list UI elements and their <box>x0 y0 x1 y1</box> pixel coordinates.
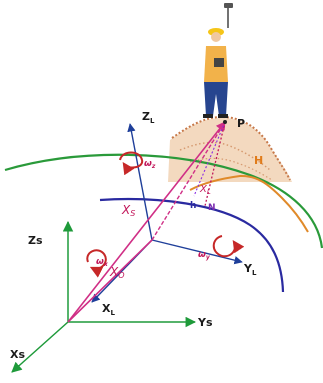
label-h-upper: H <box>254 154 263 167</box>
label-p: P <box>237 117 245 130</box>
ellipsoid-curve <box>4 153 323 249</box>
label-h-lower: h <box>190 201 196 211</box>
label-zs: Zs <box>28 234 43 247</box>
rotation-omega-y <box>212 235 245 258</box>
label-xo-vector: XO <box>109 265 125 280</box>
local-reference-curve <box>99 197 285 293</box>
geoid-curve <box>189 174 309 233</box>
label-zl: ZL <box>142 110 155 125</box>
point-p-marker <box>223 120 227 124</box>
label-xs-vector: XS <box>121 203 135 218</box>
label-omega-x: ωx <box>96 257 109 268</box>
rotation-omega-z <box>119 151 144 176</box>
label-xl-near-p: XL <box>199 184 211 196</box>
label-ys: Ys <box>197 316 213 329</box>
label-xl: XL <box>102 302 115 317</box>
label-omega-y: ωy <box>198 250 211 261</box>
global-axes <box>11 220 197 373</box>
position-vectors <box>67 121 226 323</box>
terrain-hill <box>168 115 292 182</box>
label-xs-axis: Xs <box>10 348 25 361</box>
surveyor-figure <box>203 3 233 118</box>
label-yl: YL <box>243 262 257 277</box>
rotation-omega-x <box>86 249 107 278</box>
label-omega-z: ωz <box>144 159 156 170</box>
label-n: N <box>208 203 216 213</box>
